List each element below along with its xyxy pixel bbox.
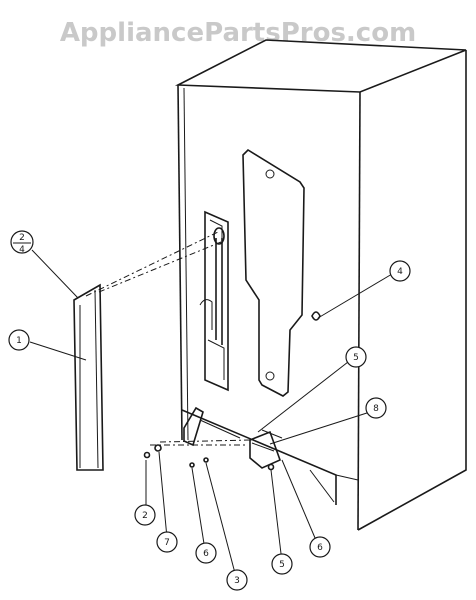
callout-2-4: 2 4 xyxy=(10,230,34,255)
callout-5-bottom-label: 5 xyxy=(279,560,285,570)
fasteners xyxy=(143,311,321,471)
callout-6-right: 6 xyxy=(309,536,331,558)
bottom-brackets xyxy=(183,406,283,469)
tube-channel xyxy=(199,210,229,392)
back-plate xyxy=(242,148,305,397)
callout-6-left-label: 6 xyxy=(203,549,209,559)
callout-1-label: 1 xyxy=(16,336,22,346)
callout-2: 2 xyxy=(134,504,156,526)
callout-6-left: 6 xyxy=(195,542,217,564)
callout-1: 1 xyxy=(8,329,30,351)
callout-5-bottom: 5 xyxy=(271,553,293,575)
callout-7: 7 xyxy=(156,531,178,553)
callout-2-4-bottom: 4 xyxy=(19,245,25,255)
callout-2-4-top: 2 xyxy=(19,233,25,243)
side-trim-part xyxy=(73,283,104,471)
callout-2-label: 2 xyxy=(142,511,148,521)
refrigerator-cabinet xyxy=(174,39,467,531)
callout-3: 3 xyxy=(226,569,248,591)
callout-3-label: 3 xyxy=(234,576,240,586)
callout-4-label: 4 xyxy=(397,267,403,277)
callout-5-top: 5 xyxy=(345,346,367,368)
callout-5-top-label: 5 xyxy=(353,353,359,363)
callout-7-label: 7 xyxy=(164,538,170,548)
callout-8: 8 xyxy=(365,397,387,419)
assembly-lines xyxy=(85,231,253,446)
watermark: AppliancePartsPros.com xyxy=(59,18,417,48)
callout-8-label: 8 xyxy=(373,404,379,414)
leader-lines xyxy=(29,249,393,578)
callout-6-right-label: 6 xyxy=(317,543,323,553)
callout-4: 4 xyxy=(389,260,411,282)
